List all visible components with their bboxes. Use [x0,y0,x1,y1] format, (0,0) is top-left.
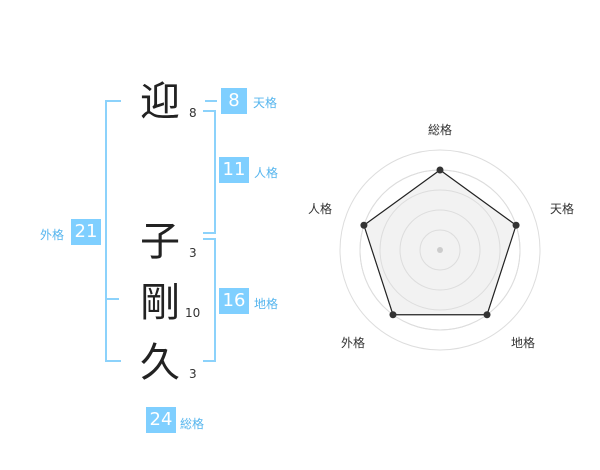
radar-inner-ring [419,229,461,271]
radar-label-chikaku: 地格 [511,336,536,350]
gaikaku-bracket-tick [105,298,119,300]
gaikaku-badge: 21 [71,219,101,245]
radar-point-2 [512,221,520,229]
tenkaku-label: 天格 [253,96,278,110]
radar-chart [339,149,541,351]
name-char-1: 迎 [140,79,180,125]
jinkaku-bracket [203,110,216,234]
radar-label-jinkaku: 人格 [308,202,333,216]
stroke-count-4: 3 [189,367,197,381]
chikaku-label: 地格 [254,297,279,311]
tenkaku-bracket [205,100,217,102]
radar-point-1 [436,166,444,174]
radar-center [437,247,443,253]
gaikaku-bracket [105,100,121,362]
chikaku-bracket [203,238,216,362]
radar-inner-ring [379,189,501,311]
stroke-count-3: 10 [185,306,201,320]
radar-polygon [363,169,517,316]
stroke-count-2: 3 [189,246,197,260]
radar-label-gaikaku: 外格 [341,336,366,350]
name-char-2: 子 [140,219,180,265]
radar-inner-ring [399,209,481,291]
tenkaku-badge: 8 [221,88,247,114]
radar-point-4 [389,311,397,319]
radar-label-tenkaku: 天格 [550,202,575,216]
radar-label-soukaku: 総格 [428,123,453,137]
radar-point-5 [360,221,368,229]
name-char-4: 久 [140,340,180,386]
jinkaku-badge: 11 [219,157,249,183]
name-char-3: 剛 [140,280,180,326]
soukaku-label: 総格 [180,417,205,431]
soukaku-badge: 24 [146,407,176,433]
radar-point-3 [483,311,491,319]
chikaku-badge: 16 [219,288,249,314]
jinkaku-label: 人格 [254,166,279,180]
gaikaku-label: 外格 [40,228,65,242]
stroke-count-1: 8 [189,106,197,120]
